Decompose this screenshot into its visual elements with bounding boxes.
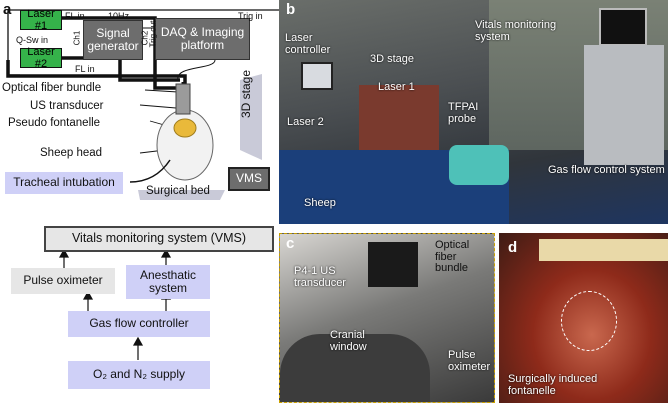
supply-box: O₂ and N₂ supply bbox=[68, 361, 210, 389]
d-fontanelle-label: Surgically induced fontanelle bbox=[508, 373, 598, 397]
laser1-box: Laser #1 bbox=[20, 8, 62, 32]
fontanelle-outline bbox=[561, 291, 617, 351]
monitor bbox=[599, 8, 647, 46]
b-laser2-label: Laser 2 bbox=[287, 116, 324, 128]
panel-d-photo bbox=[499, 233, 668, 403]
optical-fiber-bundle-label: Optical fiber bundle bbox=[2, 82, 102, 94]
sheep-head-label: Sheep head bbox=[40, 147, 103, 159]
panel-b-photo bbox=[279, 0, 668, 224]
stage-3d-label: 3D stage bbox=[239, 69, 253, 118]
transducer-block bbox=[368, 242, 418, 287]
pulse-oximeter-box: Pulse oximeter bbox=[11, 268, 115, 294]
fl-in-bottom-label: FL in bbox=[75, 64, 95, 74]
gas-flow-controller-box: Gas flow controller bbox=[68, 311, 210, 337]
b-vitals-monitoring-label: Vitals monitoring system bbox=[475, 19, 557, 43]
b-sheep-label: Sheep bbox=[304, 197, 336, 209]
panel-label-b: b bbox=[286, 1, 296, 18]
tracheal-intubation-box: Tracheal intubation bbox=[5, 172, 123, 194]
trig-out-label: Trig out bbox=[148, 20, 158, 48]
c-optical-fiber-label: Optical fiber bundle bbox=[435, 239, 470, 275]
sheep-head-c bbox=[280, 334, 430, 402]
us-transducer-label: US transducer bbox=[30, 100, 104, 112]
c-pulse-oximeter-label: Pulse oximeter bbox=[448, 349, 491, 373]
b-laser1-label: Laser 1 bbox=[378, 81, 415, 93]
gas-machine bbox=[584, 45, 664, 165]
c-cranial-window-label: Cranial window bbox=[330, 329, 367, 353]
vms-box: VMS bbox=[228, 167, 270, 191]
hz-label: 10Hz bbox=[108, 11, 130, 21]
b-gas-flow-label: Gas flow control system bbox=[548, 164, 665, 176]
ch1-label: Ch1 bbox=[72, 30, 82, 46]
trig-in-label: Trig in bbox=[238, 11, 263, 21]
ruler bbox=[539, 239, 668, 261]
b-tfpai-probe-label: TFPAI probe bbox=[448, 101, 479, 125]
anesthetic-system-box: Anesthatic system bbox=[126, 265, 210, 299]
qsw-in-label: Q-Sw in bbox=[16, 35, 49, 45]
c-us-transducer-label: P4-1 US transducer bbox=[294, 265, 346, 289]
green-drape bbox=[449, 145, 509, 185]
vms-flow-box: Vitals monitoring system (VMS) bbox=[44, 226, 274, 252]
pseudo-fontanelle-label: Pseudo fontanelle bbox=[8, 117, 101, 129]
panel-label-c: c bbox=[286, 235, 295, 252]
panel-label-a: a bbox=[3, 1, 12, 18]
surgical-bed-label: Surgical bed bbox=[146, 185, 210, 197]
laser2-box: Laser #2 bbox=[20, 46, 62, 70]
laser-controller-screen bbox=[301, 62, 333, 90]
signal-generator-box: Signal generator bbox=[83, 20, 143, 60]
panel-label-d: d bbox=[508, 239, 518, 256]
daq-box: DAQ & Imaging platform bbox=[155, 18, 250, 60]
laser-cart bbox=[359, 85, 439, 150]
b-3d-stage-label: 3D stage bbox=[370, 53, 415, 65]
panel-c-photo bbox=[279, 233, 495, 403]
b-laser-controller-label: Laser controller bbox=[285, 32, 331, 56]
fl-in-top-label: FL in bbox=[65, 11, 85, 21]
